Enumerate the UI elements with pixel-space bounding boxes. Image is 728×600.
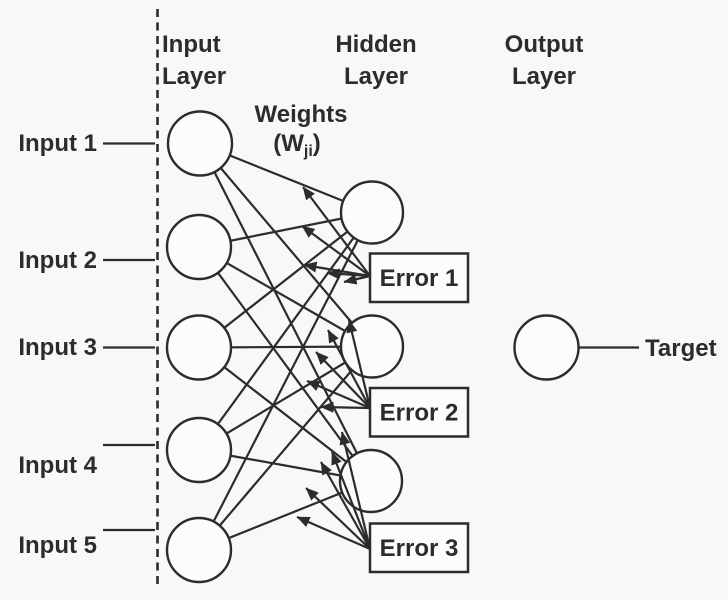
error-box-3 xyxy=(368,522,470,574)
error1-arrow-1 xyxy=(302,186,371,277)
error2-arrow-3 xyxy=(315,351,371,409)
error1-arrow-5 xyxy=(343,273,371,285)
weight-line-i4-h1 xyxy=(198,211,373,451)
error3-arrow-2 xyxy=(330,451,372,550)
input-label-2: Input 2 xyxy=(18,247,97,274)
weight-line-i1-h3 xyxy=(199,143,372,482)
error-label-3: Error 3 xyxy=(380,535,459,562)
error1-arrow-4 xyxy=(326,268,371,280)
weight-line-i1-h2 xyxy=(199,142,373,348)
input-label-4: Input 4 xyxy=(18,452,97,479)
output-layer-title-line2: Layer xyxy=(512,63,576,90)
weight-line-i3-h3 xyxy=(198,346,372,482)
input-label-3: Input 3 xyxy=(18,334,97,361)
input-label-5: Input 5 xyxy=(18,532,97,559)
input-node-4 xyxy=(165,416,233,484)
error-box-1 xyxy=(368,252,470,304)
input-nodes xyxy=(165,110,234,584)
input-connectors xyxy=(103,142,155,532)
error3-arrow-4 xyxy=(305,487,371,550)
input-node-1 xyxy=(166,110,234,177)
hidden-layer-title-line2: Layer xyxy=(344,63,408,90)
output-node xyxy=(513,314,580,381)
error3-arrow-3 xyxy=(320,461,371,550)
hidden-nodes xyxy=(338,180,405,514)
layer-titles: Input Layer Hidden Layer Output Layer xyxy=(162,31,583,90)
error-label-1: Error 1 xyxy=(380,265,459,292)
hidden-node-1 xyxy=(339,180,405,245)
error1-arrow-2 xyxy=(301,225,371,277)
input-label-1: Input 1 xyxy=(18,130,97,157)
hidden-layer-title-line1: Hidden xyxy=(335,31,416,58)
error2-arrow-5 xyxy=(320,401,371,413)
input-node-5 xyxy=(165,516,233,584)
error2-arrows xyxy=(306,319,372,413)
error2-arrow-2 xyxy=(327,329,371,409)
error-box-2 xyxy=(368,386,470,438)
input-node-3 xyxy=(165,314,233,381)
input-layer-title-line1: Input xyxy=(162,31,221,58)
error-label-2: Error 2 xyxy=(380,400,459,427)
weight-line-i4-h2 xyxy=(198,345,373,451)
weight-line-i5-h1 xyxy=(198,211,373,551)
target-label: Target xyxy=(645,335,717,362)
error3-arrows xyxy=(296,431,372,551)
weight-line-i3-h1 xyxy=(198,211,373,349)
input-node-2 xyxy=(165,213,233,281)
error2-arrow-1 xyxy=(346,319,372,409)
weights-annotation: Weights (Wji) xyxy=(255,101,348,160)
error1-arrows xyxy=(301,186,371,285)
error3-arrow-1 xyxy=(339,431,372,550)
weights-label: Weights xyxy=(255,101,348,128)
error2-arrow-4 xyxy=(306,379,371,410)
output-layer-title-line1: Output xyxy=(505,31,584,58)
input-labels: Input 1 Input 2 Input 3 Input 4 Input 5 xyxy=(18,130,97,559)
error-labels: Error 1 Error 2 Error 3 xyxy=(380,265,459,562)
error3-arrow-5 xyxy=(296,515,371,551)
weights-symbol: (Wji) xyxy=(273,130,321,160)
weight-line-i2-h2 xyxy=(198,246,373,348)
hidden-node-3 xyxy=(338,448,404,514)
input-layer-title-line2: Layer xyxy=(162,63,226,90)
